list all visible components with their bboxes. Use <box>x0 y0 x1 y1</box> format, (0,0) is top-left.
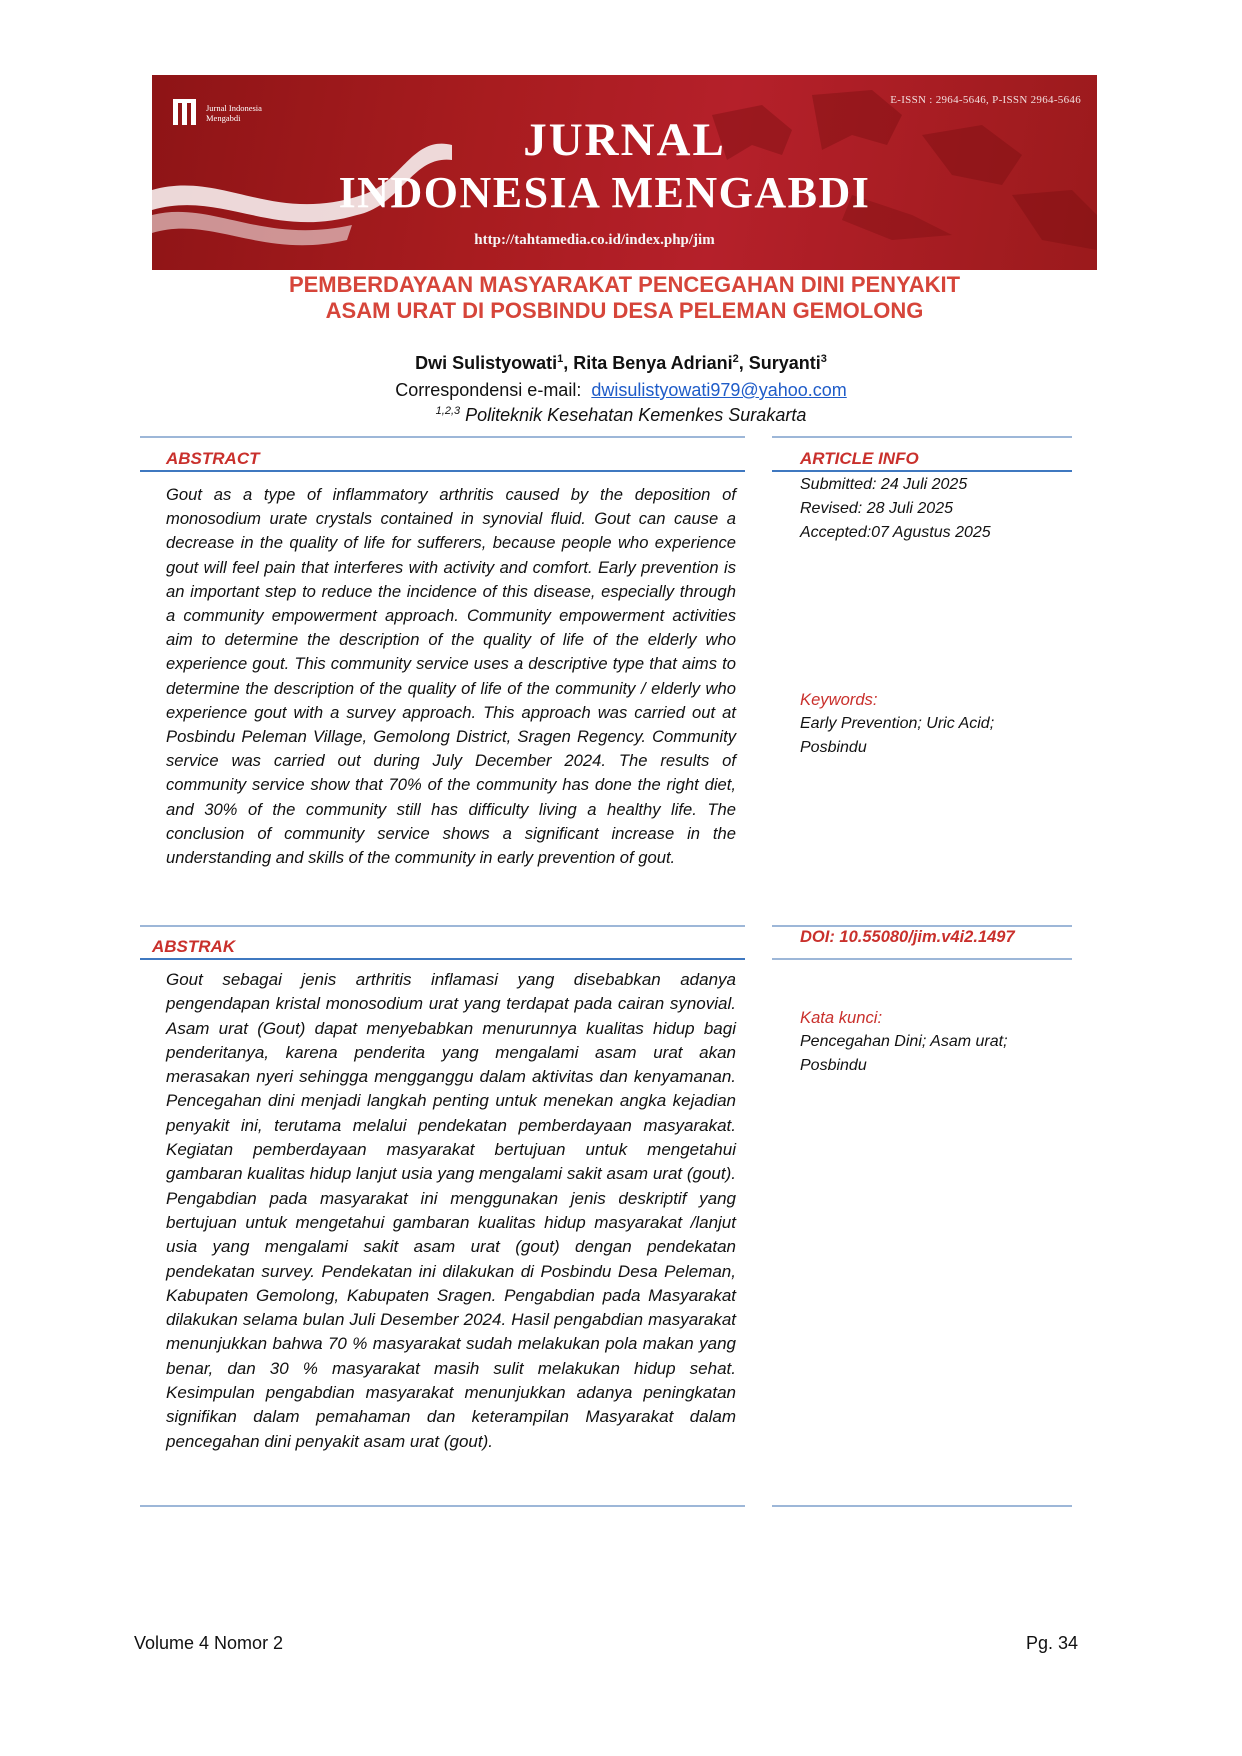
author-separator: , <box>738 353 749 373</box>
authors: Dwi Sulistyowati1, Rita Benya Adriani2, … <box>0 353 1242 374</box>
keywords-line: Posbindu <box>800 739 867 756</box>
article-title: PEMBERDAYAAN MASYARAKAT PENCEGAHAN DINI … <box>152 272 1097 324</box>
divider-line <box>140 925 745 927</box>
kata-kunci-line: Pencegahan Dini; Asam urat; <box>800 1033 1008 1050</box>
kata-kunci: Pencegahan Dini; Asam urat; Posbindu <box>800 1030 1008 1078</box>
article-title-line1: PEMBERDAYAAN MASYARAKAT PENCEGAHAN DINI … <box>288 272 961 297</box>
revised-date: Revised: 28 Juli 2025 <box>800 500 953 517</box>
author-separator: , <box>563 353 574 373</box>
divider-line <box>772 1505 1072 1507</box>
author-sup: 2 <box>732 353 739 365</box>
submitted-date: Submitted: 24 Juli 2025 <box>800 476 968 493</box>
divider-line <box>140 436 745 438</box>
author-name: Dwi Sulistyowati <box>415 353 558 373</box>
correspondence-label: Correspondensi e-mail: <box>395 380 582 400</box>
abstrak-text: Gout sebagai jenis arthritis inflamasi y… <box>166 970 736 1451</box>
keywords-label: Keywords: <box>800 690 878 709</box>
keywords: Early Prevention; Uric Acid; Posbindu <box>800 712 994 760</box>
footer-volume: Volume 4 Nomor 2 <box>134 1633 284 1653</box>
affiliation-sup: 1,2,3 <box>435 405 461 417</box>
divider-line <box>772 958 1072 960</box>
journal-url[interactable]: http://tahtamedia.co.id/index.php/jim <box>474 232 715 248</box>
doi[interactable]: DOI: 10.55080/jim.v4i2.1497 <box>800 928 1015 946</box>
accepted-date: Accepted:07 Agustus 2025 <box>800 524 991 541</box>
divider-line <box>772 470 1072 472</box>
affiliation-text: Politeknik Kesehatan Kemenkes Surakarta <box>465 405 807 425</box>
abstract-heading: ABSTRACT <box>166 449 260 468</box>
logo-text: Jurnal Indonesia Mengabdi <box>206 103 262 123</box>
divider-line <box>772 436 1072 438</box>
article-title-line2: ASAM URAT DI POSBINDU DESA PELEMAN GEMOL… <box>325 298 924 323</box>
affiliation: 1,2,3 Politeknik Kesehatan Kemenkes Sura… <box>0 405 1242 426</box>
divider-line <box>140 470 745 472</box>
divider-line <box>140 1505 745 1507</box>
indonesia-map-graphic <box>152 90 1097 250</box>
banner-title-line2: INDONESIA MENGABDI <box>338 168 871 217</box>
divider-line <box>772 925 1072 927</box>
divider-line <box>140 958 745 960</box>
author-name: Suryanti <box>748 353 821 373</box>
article-info-heading: ARTICLE INFO <box>800 449 919 468</box>
correspondence-email-link[interactable]: dwisulistyowati979@yahoo.com <box>591 380 847 400</box>
abstract-text: Gout as a type of inflammatory arthritis… <box>166 485 736 868</box>
article-info-dates: Submitted: 24 Juli 2025 Revised: 28 Juli… <box>800 473 991 545</box>
keywords-line: Early Prevention; Uric Acid; <box>800 715 995 732</box>
journal-logo-icon <box>173 99 196 125</box>
abstrak-heading: ABSTRAK <box>152 937 236 956</box>
correspondence: Correspondensi e-mail: dwisulistyowati97… <box>0 380 1242 401</box>
kata-kunci-line: Posbindu <box>800 1057 867 1074</box>
author-sup: 3 <box>820 353 827 365</box>
kata-kunci-label: Kata kunci: <box>800 1008 883 1027</box>
banner-title-line1: JURNAL <box>523 114 726 166</box>
author-sup: 1 <box>557 353 564 365</box>
author-name: Rita Benya Adriani <box>573 353 733 373</box>
journal-banner: Jurnal Indonesia Mengabdi E-ISSN : 2964-… <box>152 75 1097 270</box>
footer-page: Pg. 34 <box>1025 1633 1078 1653</box>
issn: E-ISSN : 2964-5646, P-ISSN 2964-5646 <box>890 94 1081 106</box>
